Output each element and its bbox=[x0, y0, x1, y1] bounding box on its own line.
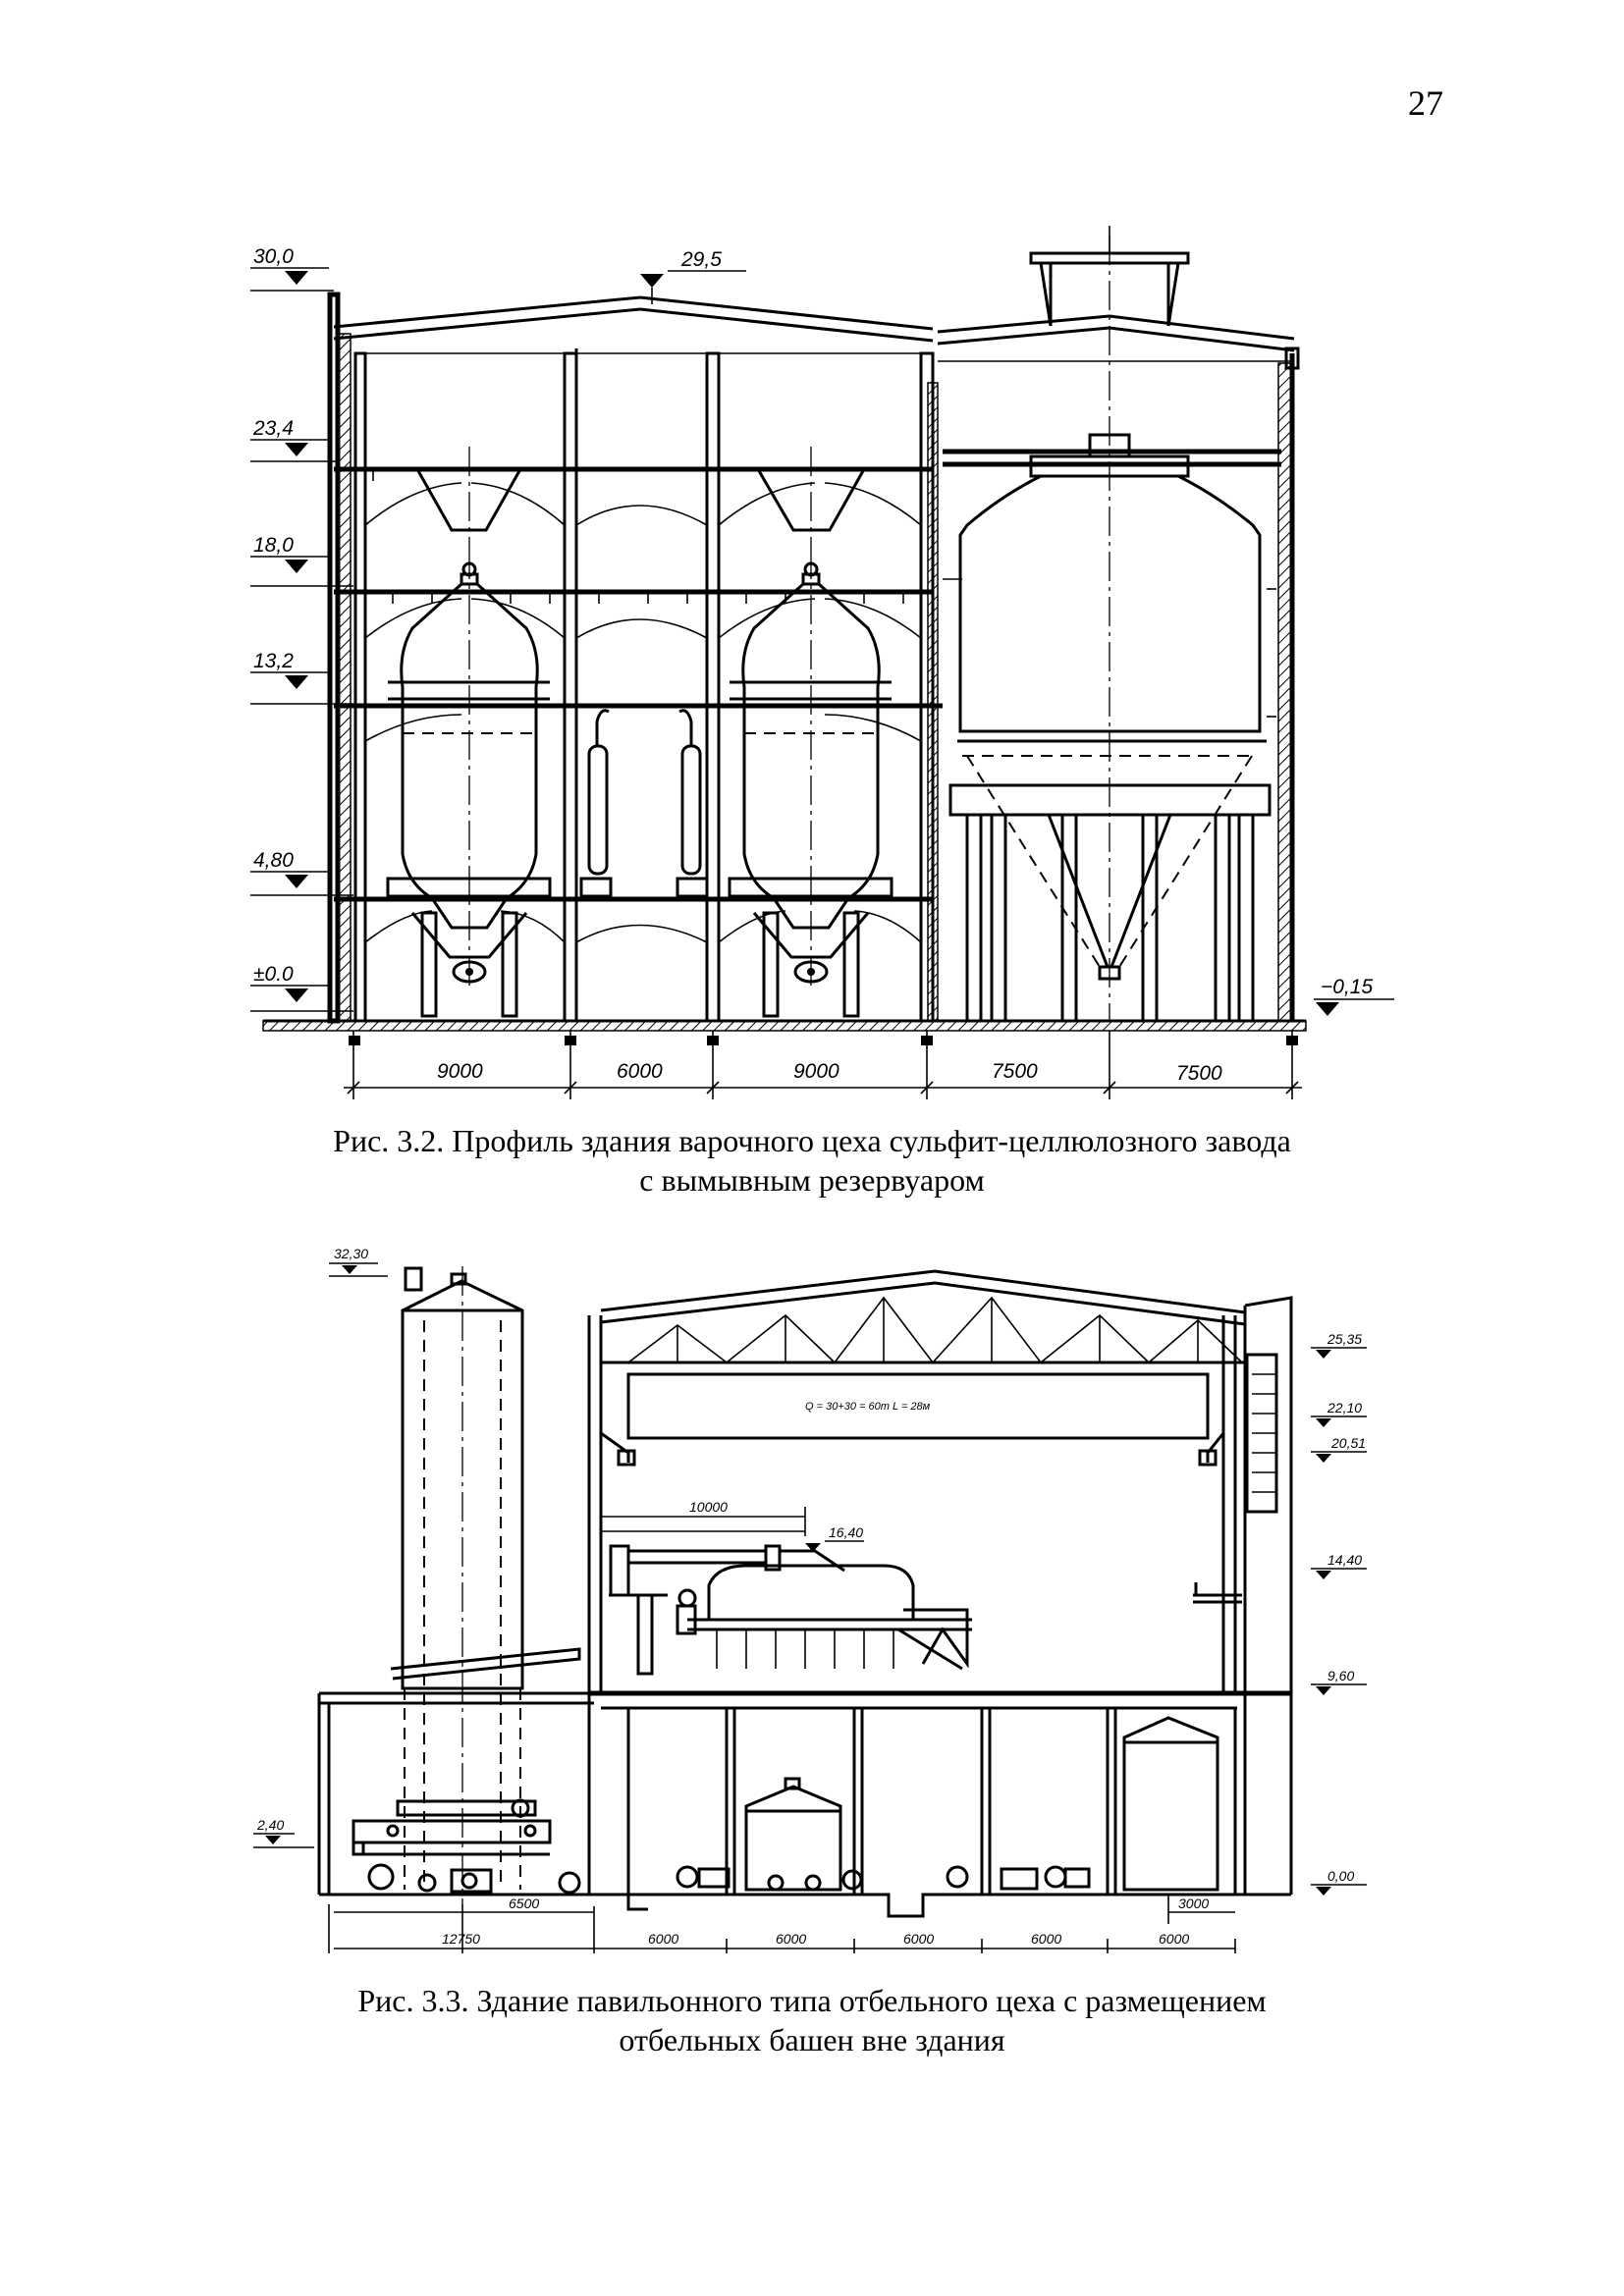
level-label-30-0: 30,0 bbox=[253, 245, 294, 268]
level-marker-30-0 bbox=[250, 267, 334, 292]
span-label-5: 7500 bbox=[1176, 1062, 1222, 1085]
dim-6000-5: 6000 bbox=[1159, 1931, 1189, 1947]
pumps bbox=[676, 1865, 1091, 1892]
level-label-13-2: 13,2 bbox=[253, 650, 294, 672]
figure-3-2-drawing: 30,0 23,4 18,0 13,2 4,80 ±0.0 29,5 −0,15 bbox=[0, 0, 1624, 1099]
span-label-1: 9000 bbox=[437, 1060, 483, 1083]
level-label-18-0: 18,0 bbox=[253, 534, 294, 557]
blow-tank-building bbox=[937, 226, 1300, 1023]
svg-text:22,10: 22,10 bbox=[1326, 1400, 1362, 1415]
figure-3-3-caption-line2: отбельных башен вне здания bbox=[619, 2022, 1005, 2057]
crane-label: Q = 30+30 = 60m L = 28м bbox=[805, 1401, 931, 1413]
svg-text:32,30: 32,30 bbox=[334, 1246, 368, 1261]
svg-text:20,51: 20,51 bbox=[1330, 1435, 1366, 1451]
level-marker-32-30: 32,30 bbox=[329, 1246, 388, 1277]
figure-3-2-caption-line1: Рис. 3.2. Профиль здания варочного цеха … bbox=[333, 1123, 1291, 1158]
svg-text:0,00: 0,00 bbox=[1327, 1868, 1354, 1884]
dim-3000: 3000 bbox=[1178, 1896, 1209, 1911]
dim-6500: 6500 bbox=[509, 1896, 539, 1911]
level-label-23-4: 23,4 bbox=[252, 417, 294, 440]
svg-text:2,40: 2,40 bbox=[256, 1817, 284, 1833]
dim-6000-1: 6000 bbox=[648, 1931, 678, 1947]
digester-left bbox=[386, 550, 552, 1018]
left-equipment bbox=[352, 1798, 581, 1895]
dim-12750: 12750 bbox=[442, 1931, 480, 1947]
figure-3-3-caption-line1: Рис. 3.3. Здание павильонного типа отбел… bbox=[357, 1983, 1267, 2018]
level-marker-minus-0-15: −0,15 bbox=[1314, 976, 1394, 1016]
span-label-3: 9000 bbox=[793, 1060, 839, 1083]
dim-10000: 10000 bbox=[689, 1499, 728, 1515]
digester-right bbox=[728, 550, 893, 1018]
span-dimensions bbox=[344, 1031, 1302, 1099]
top-hopper-right bbox=[755, 447, 867, 550]
structural-columns bbox=[353, 351, 939, 1023]
right-level-markers: 25,35 22,10 20,51 14,40 9,60 0,00 bbox=[1311, 1331, 1367, 1896]
dim-6000-2: 6000 bbox=[776, 1931, 806, 1947]
fig2-dimensions bbox=[328, 1895, 1236, 1953]
svg-text:14,40: 14,40 bbox=[1327, 1552, 1362, 1568]
figure-3-2-caption-line2: с вымывным резервуаром bbox=[639, 1162, 985, 1198]
page-number: 27 bbox=[1408, 83, 1443, 123]
svg-text:−0,15: −0,15 bbox=[1321, 976, 1373, 998]
svg-text:9,60: 9,60 bbox=[1327, 1668, 1354, 1683]
middle-vessels bbox=[579, 709, 709, 898]
level-marker-2-40: 2,40 bbox=[253, 1817, 314, 1848]
bleaching-tower bbox=[401, 1266, 524, 1904]
level-16-40: 16,40 bbox=[829, 1524, 863, 1540]
main-hall: Q = 30+30 = 60m L = 28м 10000 16,40 bbox=[319, 1269, 1293, 1918]
level-label-0-0: ±0.0 bbox=[253, 963, 294, 986]
span-label-2: 6000 bbox=[617, 1060, 663, 1083]
span-label-4: 7500 bbox=[992, 1060, 1038, 1083]
figure-3-3-drawing: 32,30 2,40 25,35 22,10 20,51 14,40 9,60 … bbox=[0, 1217, 1624, 1973]
dim-6000-4: 6000 bbox=[1031, 1931, 1061, 1947]
level-label-4-80: 4,80 bbox=[253, 849, 294, 872]
svg-text:25,35: 25,35 bbox=[1326, 1331, 1362, 1347]
dim-6000-3: 6000 bbox=[903, 1931, 934, 1947]
level-marker-29-5: 29,5 bbox=[640, 248, 746, 304]
top-hopper-left bbox=[414, 447, 523, 550]
svg-text:29,5: 29,5 bbox=[680, 248, 722, 271]
level-marker-23-4 bbox=[250, 439, 339, 462]
